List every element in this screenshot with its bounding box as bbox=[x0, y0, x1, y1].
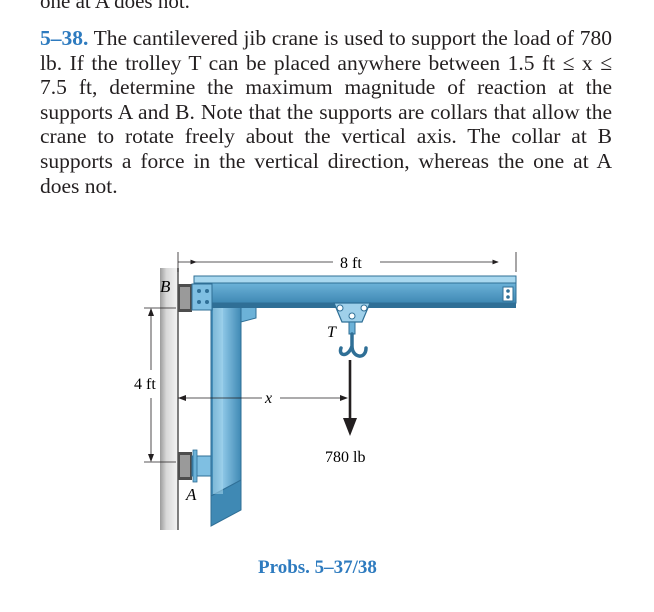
wall bbox=[160, 268, 179, 530]
problem-text: The cantilevered jib crane is used to su… bbox=[40, 26, 612, 198]
mast bbox=[210, 303, 242, 527]
label-t: T bbox=[327, 324, 337, 341]
problem-statement: 5–38. The cantilevered jib crane is used… bbox=[40, 26, 612, 198]
collar-b bbox=[178, 283, 213, 312]
beam bbox=[193, 275, 517, 308]
collar-a bbox=[178, 449, 212, 483]
load-arrow bbox=[343, 360, 357, 436]
dim-8ft bbox=[177, 252, 517, 272]
label-4ft: 4 ft bbox=[134, 376, 156, 393]
cut-off-text-line: one at A does not. bbox=[40, 0, 190, 13]
label-b: B bbox=[160, 277, 171, 296]
label-x: x bbox=[264, 390, 272, 407]
problem-number: 5–38. bbox=[40, 26, 89, 50]
figure-caption: Probs. 5–37/38 bbox=[258, 557, 377, 578]
label-8ft: 8 ft bbox=[340, 255, 362, 272]
trolley bbox=[333, 302, 371, 335]
dim-4ft bbox=[144, 307, 176, 463]
load-label: 780 lb bbox=[325, 449, 365, 466]
hook-icon bbox=[338, 332, 368, 358]
dim-x bbox=[178, 395, 348, 401]
label-a: A bbox=[185, 485, 197, 504]
